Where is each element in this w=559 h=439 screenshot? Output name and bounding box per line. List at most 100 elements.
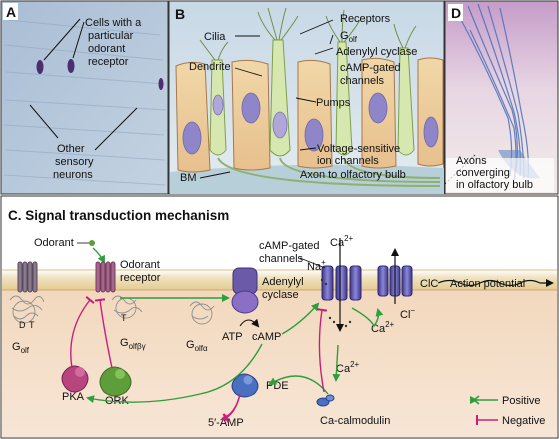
golf-beta-gamma-t: T	[121, 313, 127, 323]
other-label-line2: sensory	[55, 156, 94, 168]
adenylyl-label-line2: cyclase	[262, 289, 299, 301]
receptors-label: Receptors	[340, 13, 391, 25]
axons-label-line3: in olfactory bulb	[456, 179, 533, 191]
atp-conversion-arrow	[239, 318, 260, 328]
odorant-receptor-label-line2: receptor	[120, 272, 161, 284]
action-potential-arrow	[437, 279, 554, 287]
panel-b-letter: B	[175, 6, 185, 22]
golf-alpha	[189, 301, 215, 325]
atp-label: ATP	[222, 331, 243, 343]
dendrite-label: Dendrite	[189, 61, 231, 73]
panel-b-pointers	[199, 19, 334, 179]
panel-d-label-backdrop	[446, 158, 554, 192]
odorant-binding-arrow	[92, 247, 105, 264]
clc-channel	[377, 265, 413, 297]
other-label-line1: Other	[57, 143, 85, 155]
odorant-label: Odorant	[34, 237, 74, 249]
cell-nuclei	[182, 92, 439, 155]
panel-d: D Axons converging in olfactory bulb	[444, 0, 559, 195]
bm-label: BM	[180, 172, 197, 184]
odorant-receptor-label-line1: Odorant	[120, 259, 160, 271]
calcium-to-clc-arrow	[351, 307, 384, 328]
action-potential-label: Action potential	[450, 278, 525, 290]
panel-a-letter: A	[6, 4, 16, 20]
voltage-label-line1: Voltage-sensitive	[317, 143, 400, 155]
adenylyl-cyclase-label: Adenylyl cyclase	[336, 46, 417, 58]
camp-gated-label-line2: channels	[340, 75, 385, 87]
camp-label: cAMP	[252, 331, 281, 343]
panel-d-letter-box	[448, 4, 463, 21]
panel-b: B Cilia Receptors Golf Adenylyl cyclase …	[168, 0, 445, 195]
pka-protein	[61, 365, 89, 393]
pumps-label: Pumps	[316, 97, 351, 109]
camp-to-channel-arrow	[281, 302, 320, 335]
cells-label-line1: Cells with a	[85, 17, 142, 29]
cells-label-line4: receptor	[88, 56, 129, 68]
legend: Positive Negative	[470, 395, 545, 427]
camp-gated-channel	[321, 265, 362, 301]
panel-a-letter-box	[3, 3, 18, 20]
ca-calmodulin-protein	[316, 394, 335, 407]
axons-label-line2: converging	[456, 167, 510, 179]
pka-label: PKA	[62, 391, 85, 403]
chloride-label: Cl−	[400, 306, 415, 321]
plasma-membrane	[2, 270, 557, 290]
golf-t-subunit: T	[29, 320, 35, 330]
cilia-label: Cilia	[204, 31, 226, 43]
calcium-low-label: Ca2+	[336, 360, 360, 375]
axons-label-line1: Axons	[456, 155, 487, 167]
camp-gated-pointer	[299, 257, 326, 269]
panel-d-letter: D	[451, 5, 461, 21]
calcium-to-calmodulin-arrow	[332, 344, 341, 382]
camp-gated-label-line1: cAMP-gated	[259, 240, 320, 252]
adenylyl-label-line1: Adenylyl	[262, 276, 304, 288]
voltage-label-line2: ion channels	[317, 155, 379, 167]
labeled-neurons	[36, 59, 164, 90]
golf-d-subunit: D	[19, 320, 26, 330]
legend-negative-label: Negative	[502, 415, 545, 427]
axon-label: Axon to olfactory bulb	[300, 169, 406, 181]
legend-positive-label: Positive	[502, 395, 541, 407]
clc-label: ClC	[420, 278, 438, 290]
panel-a: A Cells with a particular odorant recept…	[0, 0, 169, 195]
calcium-top-label: Ca2+	[330, 234, 354, 249]
resting-odorant-receptor	[17, 261, 38, 293]
cilia	[199, 7, 417, 61]
basement-membrane	[170, 164, 444, 194]
panel-c: C. Signal transduction mechanism Odorant…	[0, 195, 559, 439]
calmodulin-inhibits-channel	[319, 310, 324, 393]
camp-gated-label-line1: cAMP-gated	[340, 62, 401, 74]
pde-protein	[231, 373, 259, 398]
golf-alpha-label: Golfα	[186, 339, 208, 353]
camp-gated-label-line2: channels	[259, 253, 304, 265]
pde-label: PDE	[266, 380, 289, 392]
cytoplasm	[2, 288, 557, 437]
cells-pointer	[43, 18, 85, 61]
neuron-nuclei	[212, 94, 288, 139]
ork-protein	[99, 366, 132, 397]
pka-inhibits-receptor	[70, 300, 90, 369]
panel-a-texture	[3, 19, 167, 186]
cells-label-line3: odorant	[88, 43, 125, 55]
odorant-molecule	[89, 240, 95, 246]
ca-calmodulin-label: Ca-calmodulin	[320, 415, 390, 427]
ion-dots	[320, 278, 352, 328]
ork-inhibits-receptor	[100, 300, 113, 369]
golf-beta-gamma-label: Golfβγ	[120, 337, 146, 351]
golf-label: Golf	[12, 341, 30, 355]
active-odorant-receptor	[95, 261, 116, 293]
other-pointer	[29, 104, 138, 151]
pde-hydrolysis-arrowhead	[220, 414, 229, 421]
other-label-line3: neurons	[53, 169, 93, 181]
legend-positive-head	[472, 395, 480, 405]
cells-label-line2: particular	[88, 30, 134, 42]
golf-heterotrimer	[9, 295, 45, 324]
camp-to-pka-arrow	[86, 343, 263, 404]
golf-label: Golf	[340, 30, 358, 44]
sodium-label: Na+	[307, 258, 326, 273]
five-amp-label: 5′-AMP	[208, 417, 244, 429]
axons	[217, 157, 441, 187]
adenylyl-cyclase	[231, 267, 259, 314]
